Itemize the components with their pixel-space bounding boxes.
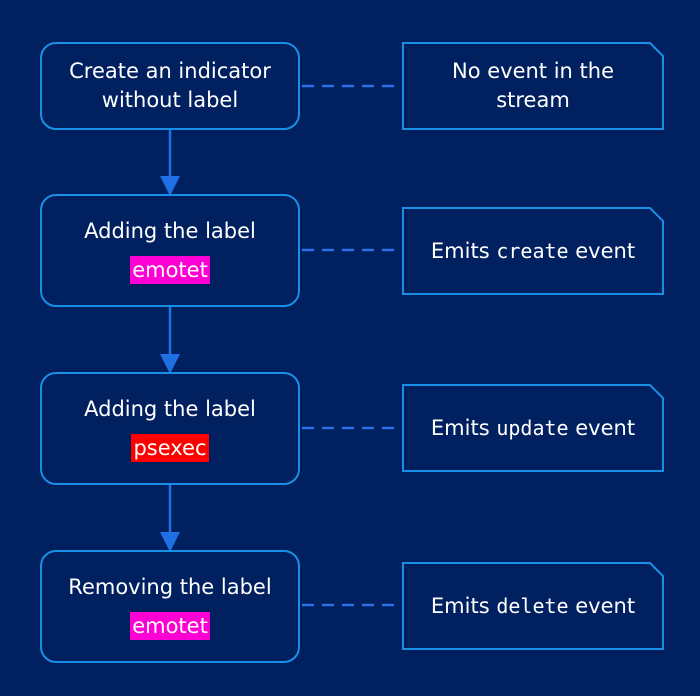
event-suffix: event — [568, 238, 636, 263]
event-type-code: delete — [496, 593, 569, 618]
step-text-line2: without label — [101, 88, 239, 112]
note-frame — [402, 562, 664, 650]
label-tag-emotet: emotet — [130, 612, 210, 640]
event-suffix: event — [568, 415, 636, 440]
note-frame — [402, 207, 664, 295]
step-title: Adding the label — [84, 397, 256, 421]
event-note-no-event: No event in the stream — [402, 42, 664, 130]
step-create-indicator: Create an indicator without label — [40, 42, 300, 130]
step-text-line1: Create an indicator — [69, 59, 271, 83]
event-text-line2: stream — [496, 88, 570, 112]
event-suffix: event — [568, 593, 636, 618]
step-title: Removing the label — [68, 575, 272, 599]
step-add-label-emotet: Adding the label emotet — [40, 194, 300, 307]
step-add-label-psexec: Adding the label psexec — [40, 372, 300, 485]
event-note-create: Emits create event — [402, 207, 664, 295]
step-title: Adding the label — [84, 219, 256, 243]
label-tag-emotet: emotet — [130, 256, 210, 284]
event-text-line1: No event in the — [451, 59, 614, 83]
event-note-text: Emits update event — [431, 414, 635, 443]
event-prefix: Emits — [430, 593, 497, 618]
note-frame — [402, 42, 664, 130]
event-note-text: No event in the stream — [452, 57, 614, 115]
event-type-code: create — [496, 238, 569, 263]
event-note-delete: Emits delete event — [402, 562, 664, 650]
step-remove-label-emotet: Removing the label emotet — [40, 550, 300, 663]
note-frame — [402, 384, 664, 472]
event-prefix: Emits — [430, 238, 497, 263]
event-type-code: update — [496, 415, 569, 440]
event-note-update: Emits update event — [402, 384, 664, 472]
event-prefix: Emits — [430, 415, 497, 440]
event-note-text: Emits delete event — [431, 592, 635, 621]
event-note-text: Emits create event — [431, 237, 635, 266]
label-tag-psexec: psexec — [131, 434, 209, 462]
